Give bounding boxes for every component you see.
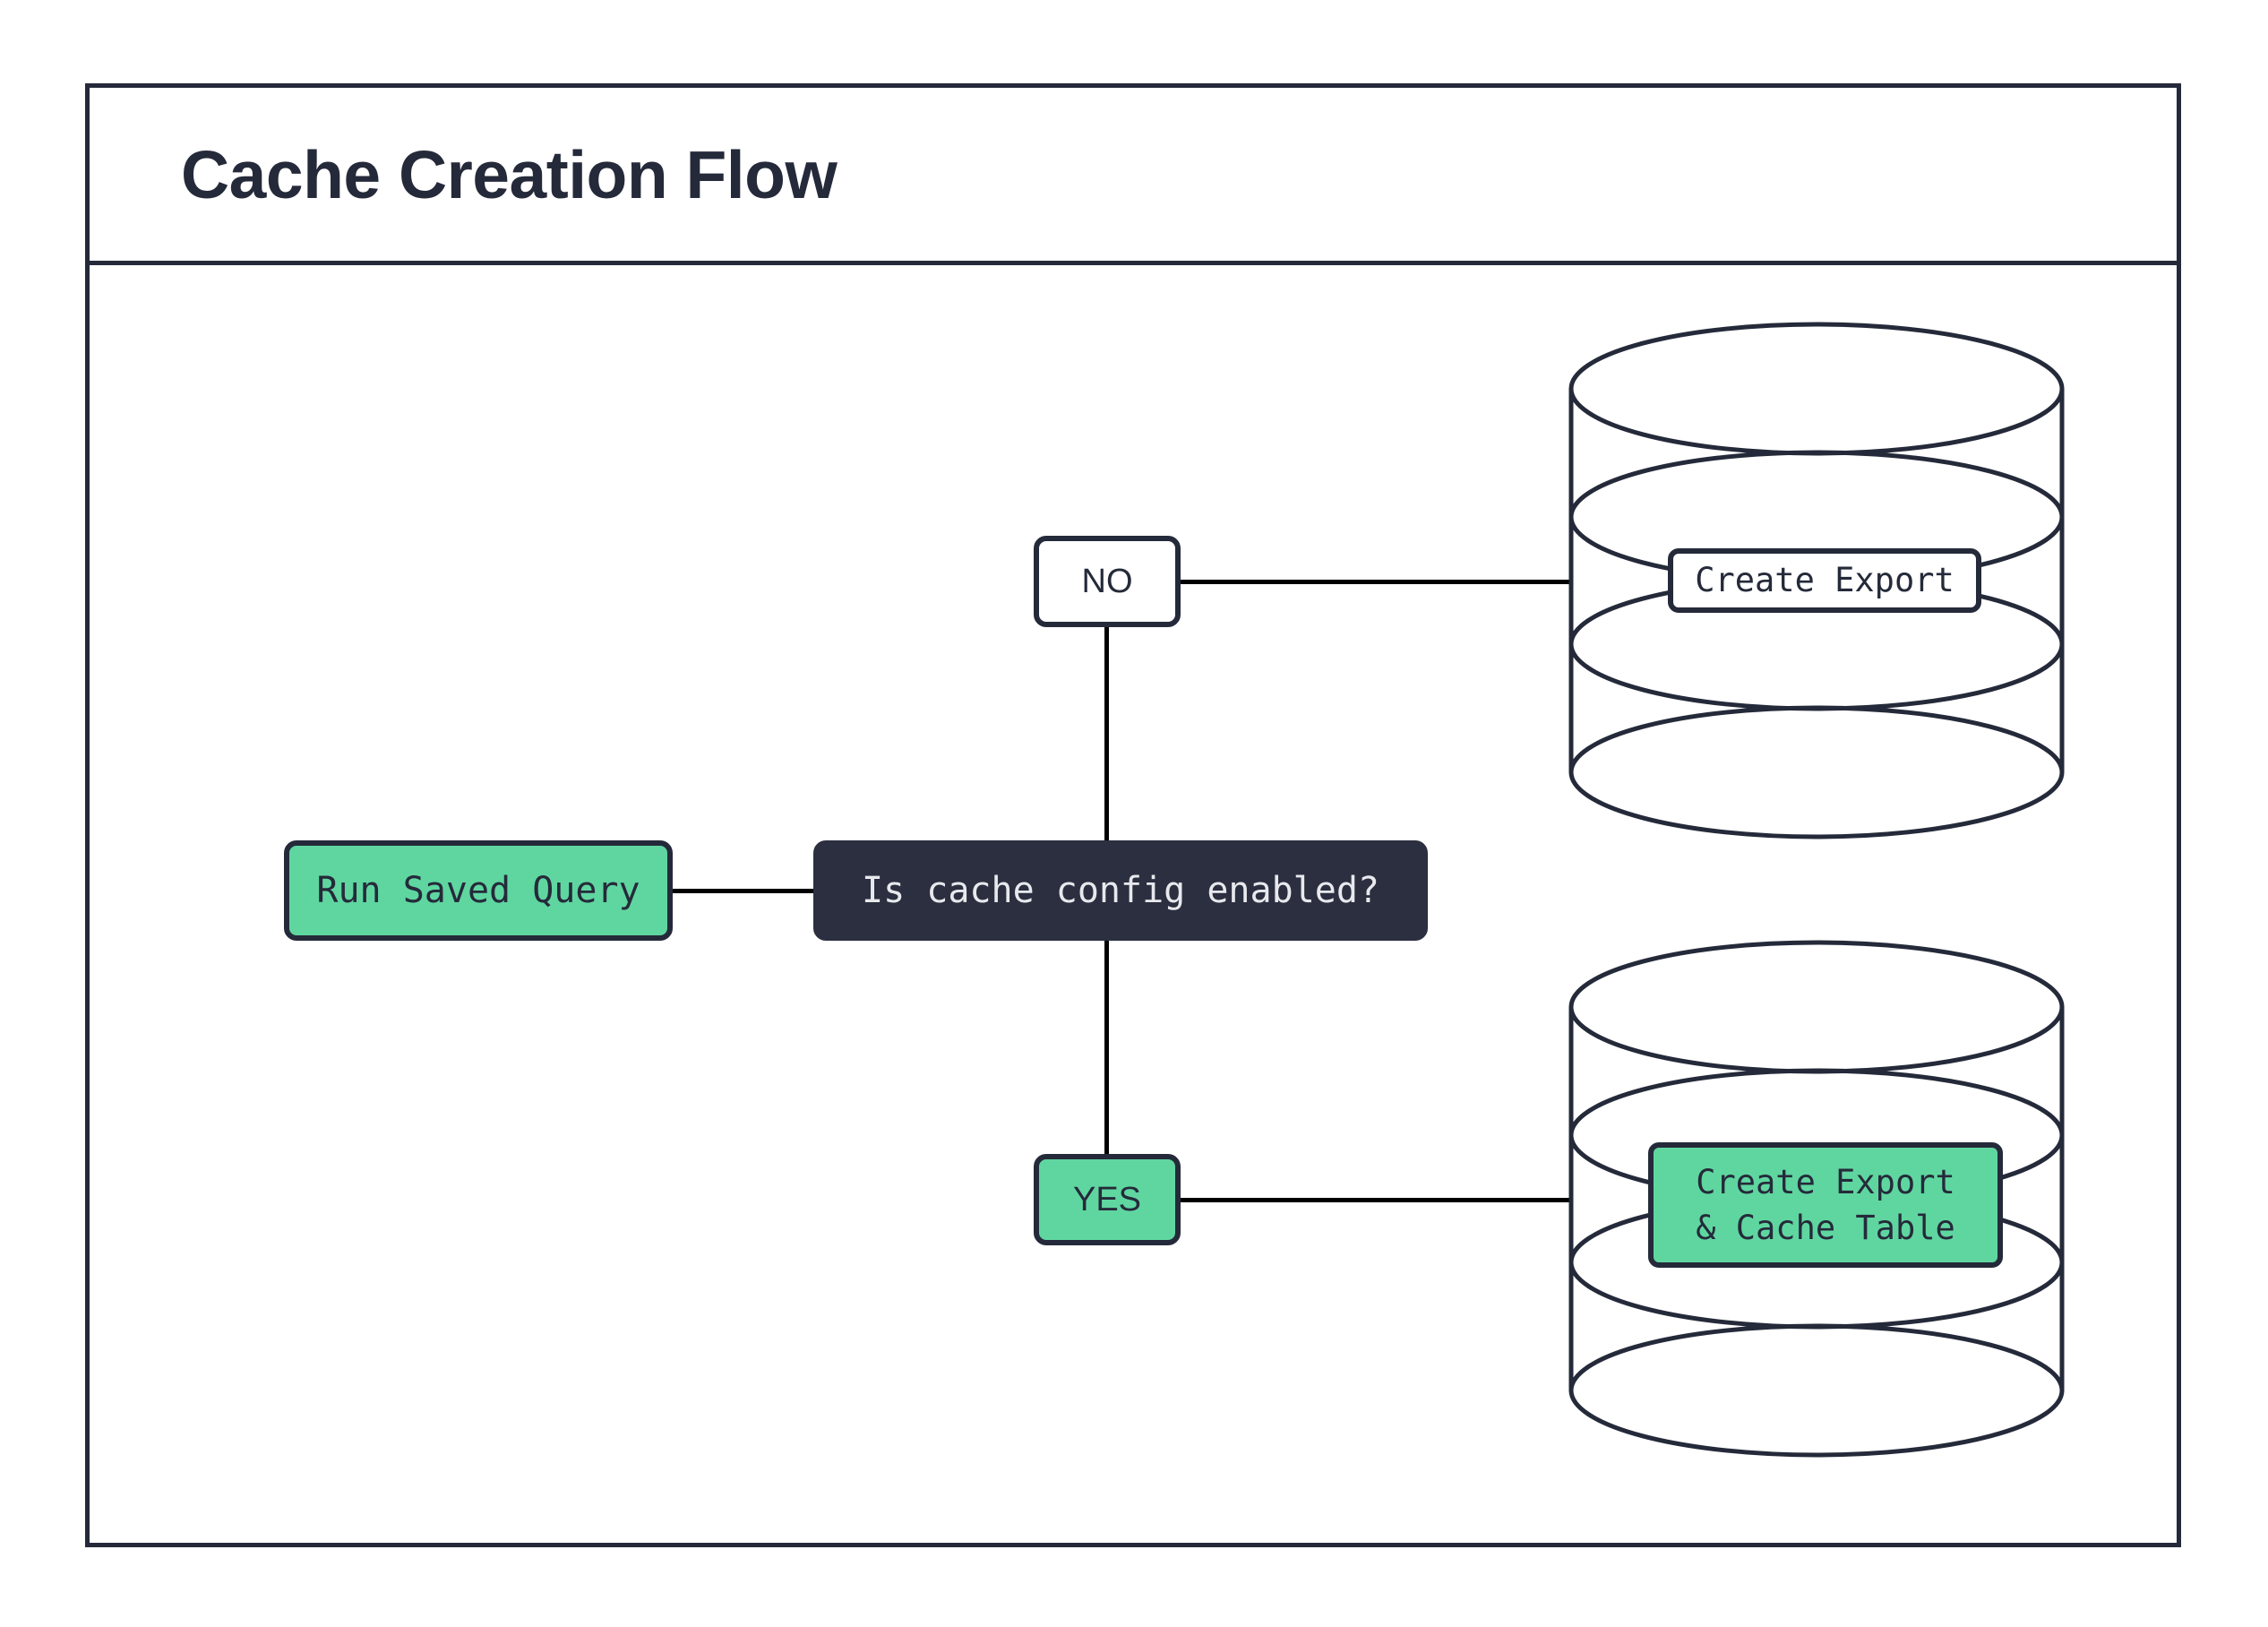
edge-yes-to-db-bottom — [1181, 1198, 1571, 1202]
diagram-title-bar: Cache Creation Flow — [90, 88, 2177, 265]
branch-label-no-text: NO — [1081, 562, 1133, 600]
db-bottom-label-text: Create Export & Cache Table — [1696, 1162, 1955, 1247]
diagram-frame: Cache Creation Flow — [85, 83, 2181, 1547]
edge-no-to-db-top — [1181, 580, 1571, 584]
node-decision-cache-config[interactable]: Is cache config enabled? — [813, 840, 1428, 941]
node-run-saved-query[interactable]: Run Saved Query — [284, 840, 673, 941]
node-run-saved-query-label: Run Saved Query — [316, 869, 640, 911]
branch-label-no[interactable]: NO — [1034, 536, 1181, 627]
db-top-label-text: Create Export — [1695, 561, 1954, 600]
db-bottom-label: Create Export & Cache Table — [1648, 1142, 2003, 1268]
page-title: Cache Creation Flow — [181, 136, 838, 212]
edge-decision-to-no — [1104, 625, 1109, 842]
branch-label-yes[interactable]: YES — [1034, 1154, 1181, 1245]
branch-label-yes-text: YES — [1072, 1180, 1142, 1218]
edge-query-to-decision — [673, 889, 815, 893]
edge-decision-to-yes — [1104, 939, 1109, 1156]
db-top-label: Create Export — [1668, 548, 1981, 613]
node-decision-label: Is cache config enabled? — [862, 869, 1379, 911]
